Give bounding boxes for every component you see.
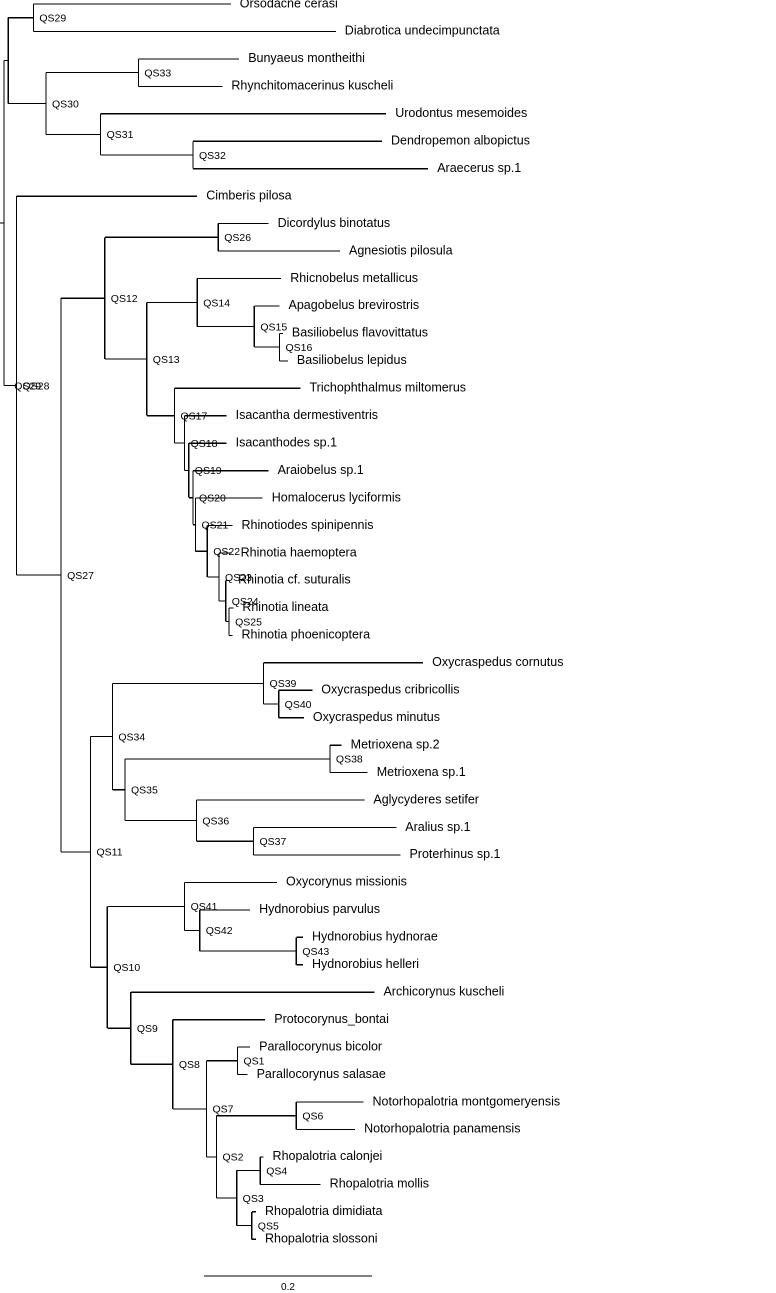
node-label-qs14: QS14 bbox=[203, 297, 230, 309]
taxon-rhicnobelus-metallicus: Rhicnobelus metallicus bbox=[290, 271, 418, 285]
node-label-qs15: QS15 bbox=[260, 321, 287, 333]
taxon-isacantha-dermestiventris: Isacantha dermestiventris bbox=[236, 408, 378, 422]
taxon-parallocorynus-salasae: Parallocorynus salasae bbox=[257, 1067, 386, 1081]
taxon-araiobelus-sp-1: Araiobelus sp.1 bbox=[278, 463, 364, 477]
taxon-oxycraspedus-cribricollis: Oxycraspedus cribricollis bbox=[321, 683, 459, 697]
node-label-qs5: QS5 bbox=[258, 1220, 279, 1232]
node-label-qs42: QS42 bbox=[206, 925, 233, 937]
node-label-qs38: QS38 bbox=[336, 754, 363, 766]
node-label-qs28: QS28 bbox=[23, 380, 50, 392]
node-label-qs19: QS19 bbox=[195, 465, 222, 477]
node-label-qs29: QS29 bbox=[39, 13, 66, 25]
taxon-basiliobelus-flavovittatus: Basiliobelus flavovittatus bbox=[292, 326, 428, 340]
taxon-araecerus-sp-1: Araecerus sp.1 bbox=[437, 161, 521, 175]
taxon-proterhinus-sp-1: Proterhinus sp.1 bbox=[409, 847, 500, 861]
taxon-archicorynus-kuscheli: Archicorynus kuscheli bbox=[383, 984, 504, 998]
node-label-qs40: QS40 bbox=[285, 699, 312, 711]
node-label-qs18: QS18 bbox=[191, 438, 218, 450]
node-label-qs12: QS12 bbox=[111, 293, 138, 305]
taxon-oxycraspedus-cornutus: Oxycraspedus cornutus bbox=[432, 655, 563, 669]
node-label-qs8: QS8 bbox=[179, 1059, 200, 1071]
node-label-qs36: QS36 bbox=[202, 815, 229, 827]
taxon-rhinotia-phoenicoptera: Rhinotia phoenicoptera bbox=[241, 628, 370, 642]
taxon-metrioxena-sp-2: Metrioxena sp.2 bbox=[351, 737, 440, 751]
taxon-diabrotica-undecimpunctata: Diabrotica undecimpunctata bbox=[345, 24, 500, 38]
node-label-qs16: QS16 bbox=[286, 342, 313, 354]
node-label-qs27: QS27 bbox=[67, 570, 94, 582]
taxon-oxycraspedus-minutus: Oxycraspedus minutus bbox=[313, 710, 440, 724]
taxon-hydnorobius-helleri: Hydnorobius helleri bbox=[312, 957, 419, 971]
tree-branches bbox=[0, 3, 429, 1240]
taxon-rhopalotria-dimidiata: Rhopalotria dimidiata bbox=[265, 1204, 382, 1218]
scale-bar-label: 0.2 bbox=[281, 1282, 295, 1293]
taxon-rhopalotria-slossoni: Rhopalotria slossoni bbox=[265, 1232, 378, 1246]
taxon-rhinotiodes-spinipennis: Rhinotiodes spinipennis bbox=[241, 518, 373, 532]
node-label-qs26: QS26 bbox=[224, 232, 251, 244]
node-label-qs34: QS34 bbox=[118, 731, 145, 743]
internal-node-labels: QS29QS30QS33QS31QS32QS29QS28QS27QS12QS26… bbox=[14, 13, 363, 1233]
node-label-qs11: QS11 bbox=[97, 847, 123, 859]
node-label-qs3: QS3 bbox=[243, 1193, 264, 1205]
node-label-qs31: QS31 bbox=[107, 129, 134, 141]
node-label-qs7: QS7 bbox=[212, 1104, 233, 1116]
taxon-urodontus-mesemoides: Urodontus mesemoides bbox=[395, 106, 527, 120]
node-label-qs2: QS2 bbox=[223, 1152, 244, 1164]
node-label-qs32: QS32 bbox=[199, 150, 226, 162]
node-label-qs30: QS30 bbox=[52, 98, 79, 110]
taxon-rhynchitomacerinus-kuscheli: Rhynchitomacerinus kuscheli bbox=[231, 79, 393, 93]
taxon-protocorynus-bontai: Protocorynus_bontai bbox=[274, 1012, 389, 1026]
node-label-qs17: QS17 bbox=[181, 410, 208, 422]
node-label-qs43: QS43 bbox=[302, 946, 329, 958]
node-label-qs22: QS22 bbox=[213, 546, 240, 558]
scale-bar: 0.2 bbox=[204, 1275, 372, 1293]
node-label-qs13: QS13 bbox=[153, 354, 180, 366]
taxon-apagobelus-brevirostris: Apagobelus brevirostris bbox=[289, 298, 420, 312]
node-label-qs35: QS35 bbox=[131, 785, 158, 797]
node-label-qs4: QS4 bbox=[266, 1165, 287, 1177]
node-label-qs41: QS41 bbox=[191, 901, 218, 913]
taxon-agnesiotis-pilosula: Agnesiotis pilosula bbox=[349, 243, 453, 257]
node-label-qs24: QS24 bbox=[232, 596, 259, 608]
node-label-qs25: QS25 bbox=[235, 616, 262, 628]
node-label-qs6: QS6 bbox=[302, 1111, 323, 1123]
taxon-oxycorynus-missionis: Oxycorynus missionis bbox=[286, 875, 407, 889]
taxon-metrioxena-sp-1: Metrioxena sp.1 bbox=[377, 765, 466, 779]
node-label-qs39: QS39 bbox=[270, 678, 297, 690]
taxon-trichophthalmus-miltomerus: Trichophthalmus miltomerus bbox=[310, 381, 467, 395]
node-label-qs33: QS33 bbox=[144, 67, 171, 79]
taxon-rhinotia-lineata: Rhinotia lineata bbox=[242, 600, 328, 614]
taxon-aralius-sp-1: Aralius sp.1 bbox=[405, 820, 470, 834]
taxon-notorhopalotria-montgomeryensis: Notorhopalotria montgomeryensis bbox=[373, 1094, 561, 1108]
node-label-qs10: QS10 bbox=[113, 962, 140, 974]
taxon-rhinotia-cf-suturalis: Rhinotia cf. suturalis bbox=[238, 573, 351, 587]
taxon-rhinotia-haemoptera: Rhinotia haemoptera bbox=[241, 545, 357, 559]
taxon-cimberis-pilosa: Cimberis pilosa bbox=[206, 188, 291, 202]
taxon-basiliobelus-lepidus: Basiliobelus lepidus bbox=[297, 353, 407, 367]
taxon-orsodacne-cerasi: Orsodacne cerasi bbox=[240, 0, 338, 10]
node-label-qs37: QS37 bbox=[259, 836, 286, 848]
taxon-bunyaeus-montheithi: Bunyaeus montheithi bbox=[248, 51, 365, 65]
node-label-qs29: QS29 bbox=[14, 380, 41, 392]
node-label-qs21: QS21 bbox=[202, 519, 229, 531]
taxon-notorhopalotria-panamensis: Notorhopalotria panamensis bbox=[364, 1122, 520, 1136]
node-label-qs20: QS20 bbox=[199, 492, 226, 504]
taxon-homalocerus-lyciformis: Homalocerus lyciformis bbox=[272, 490, 401, 504]
node-label-qs9: QS9 bbox=[137, 1023, 158, 1035]
taxon-dicordylus-binotatus: Dicordylus binotatus bbox=[278, 216, 391, 230]
taxon-parallocorynus-bicolor: Parallocorynus bicolor bbox=[259, 1039, 382, 1053]
taxon-isacanthodes-sp-1: Isacanthodes sp.1 bbox=[236, 435, 338, 449]
taxon-aglycyderes-setifer: Aglycyderes setifer bbox=[373, 792, 479, 806]
node-label-qs23: QS23 bbox=[225, 572, 252, 584]
taxon-rhopalotria-mollis: Rhopalotria mollis bbox=[330, 1177, 429, 1191]
node-label-qs1: QS1 bbox=[244, 1056, 265, 1068]
taxon-rhopalotria-calonjei: Rhopalotria calonjei bbox=[273, 1149, 383, 1163]
taxon-hydnorobius-hydnorae: Hydnorobius hydnorae bbox=[312, 930, 438, 944]
taxon-dendropemon-albopictus: Dendropemon albopictus bbox=[391, 134, 530, 148]
taxon-hydnorobius-parvulus: Hydnorobius parvulus bbox=[259, 902, 380, 916]
